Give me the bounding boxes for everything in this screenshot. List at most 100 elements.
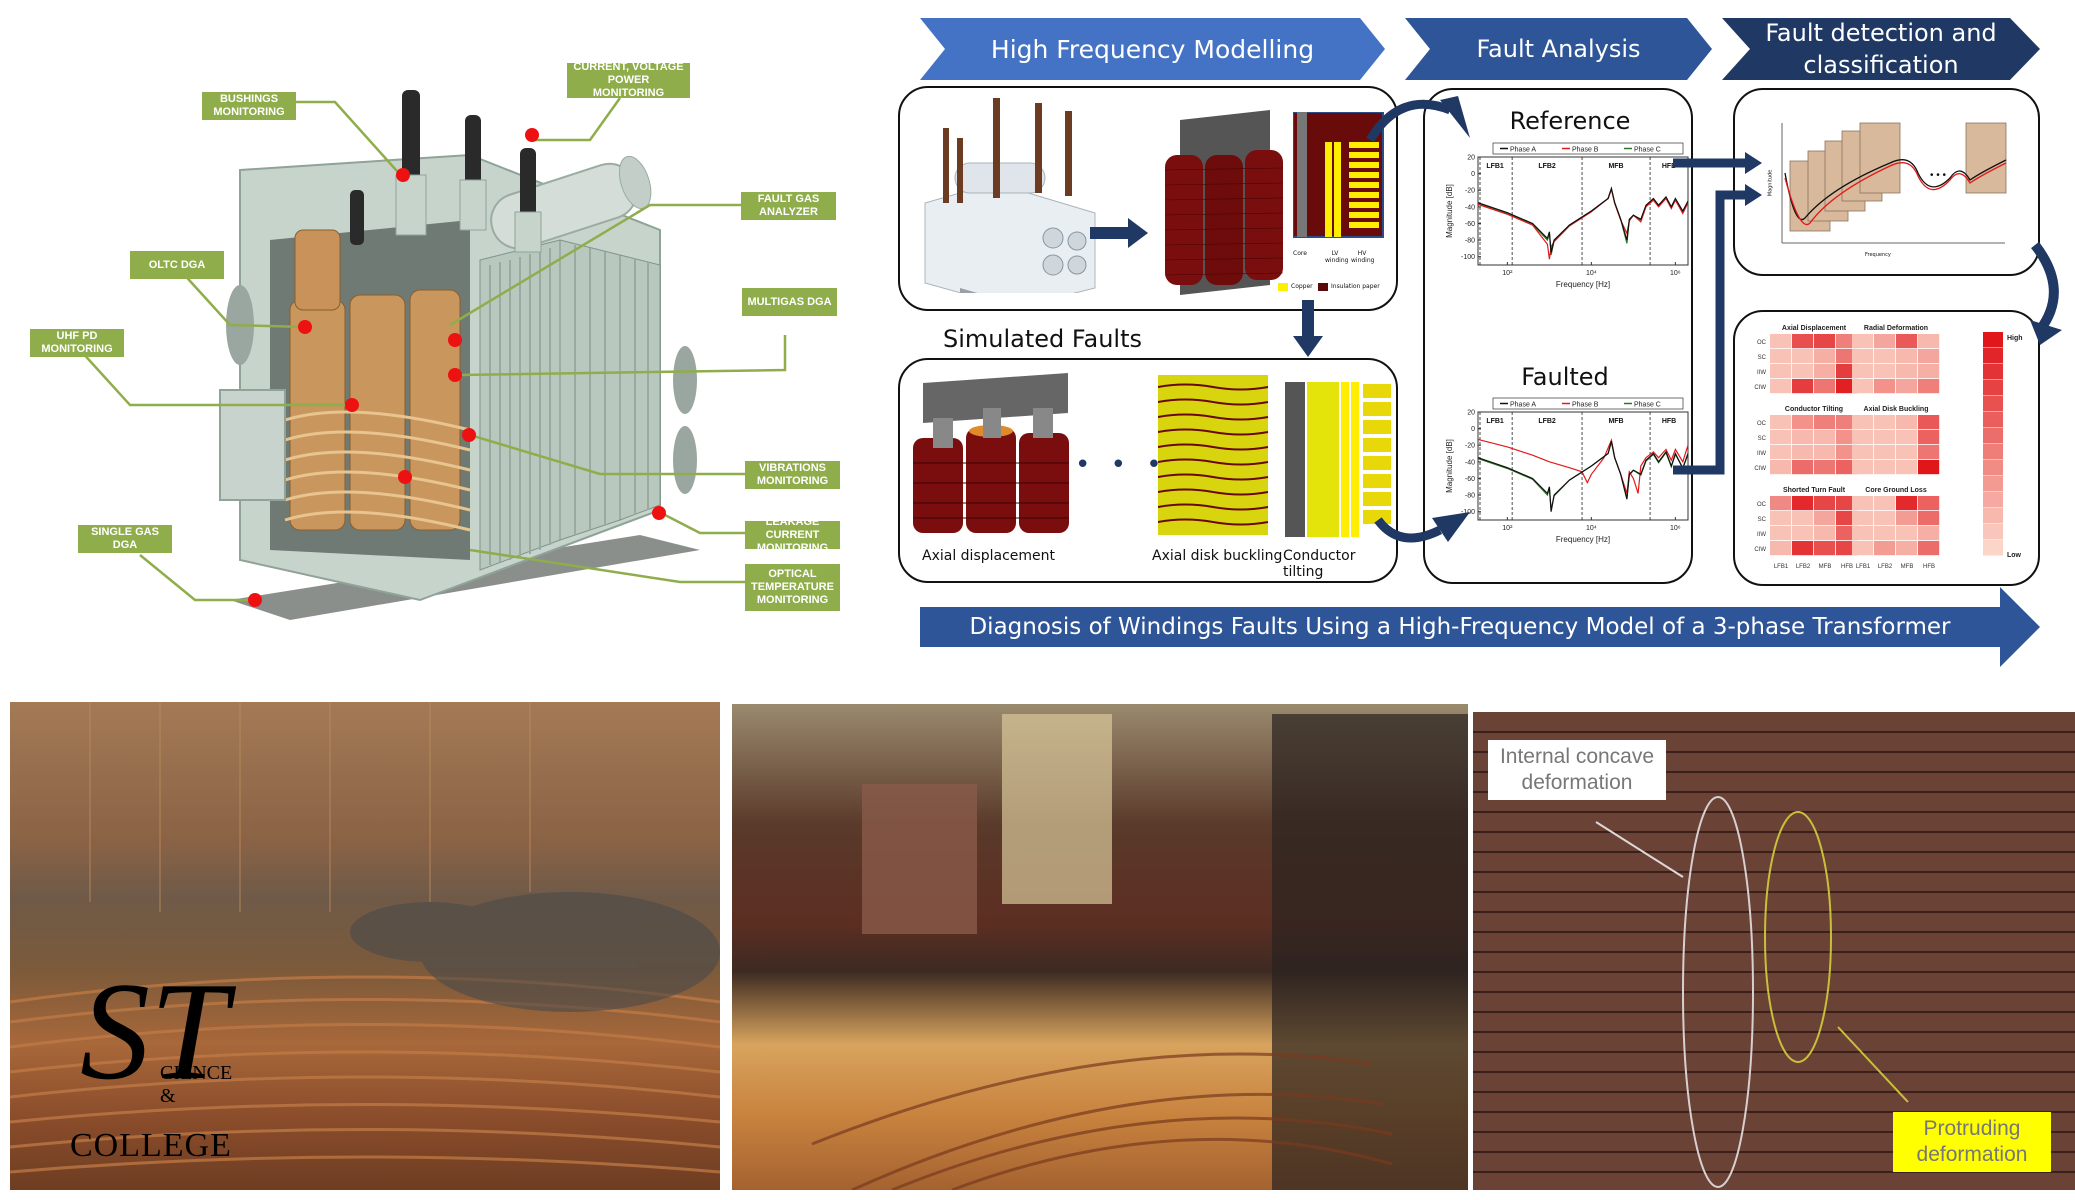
heatmap-title: Radial Deformation: [1864, 325, 1928, 332]
band-label: LFB1: [1486, 418, 1504, 425]
heatmap-cell: [1792, 526, 1814, 541]
multigas-sensor-marker: [448, 368, 462, 382]
insulation-legend-swatch: [1318, 283, 1328, 291]
heatmap-title: Conductor Tilting: [1785, 406, 1843, 413]
x-tick-label: 10⁶: [1670, 525, 1681, 532]
heatmap-cell: [1852, 349, 1874, 364]
down-arrow-icon: [1293, 300, 1323, 357]
heatmap-cell: [1792, 496, 1814, 511]
right-arrow-icon: [1090, 218, 1148, 248]
heatmap-cell: [1836, 511, 1858, 526]
band-label: MFB: [1608, 163, 1623, 170]
heatmap-cell: [1896, 511, 1918, 526]
colorbar-high-label: High: [2007, 335, 2023, 342]
fault-label-axial-displacement: Axial displacement: [922, 548, 1056, 564]
heatmap-cell: [1918, 445, 1940, 460]
heatmap-cell: [1896, 364, 1918, 379]
watermark-letters: ST: [80, 954, 228, 1109]
heatmap-col-label: MFB: [1901, 564, 1914, 570]
colorbar-segment: [1983, 460, 2003, 476]
heatmap-cell: [1896, 379, 1918, 394]
fault-label-axial-disk-buckling: Axial disk buckling: [1152, 548, 1283, 564]
colorbar-segment: [1983, 428, 2003, 444]
label-optical-temperature-monitoring: OPTICAL TEMPERATURE MONITORING: [745, 564, 840, 611]
heatmap-cell: [1874, 415, 1896, 430]
legend-label: Phase A: [1510, 147, 1536, 154]
heatmap-cell: [1852, 445, 1874, 460]
winding-photo-texture: [10, 702, 720, 1174]
heatmap-cell: [1918, 526, 1940, 541]
band-label: LFB2: [1538, 163, 1556, 170]
heatmap-row-label: SC: [1758, 355, 1767, 361]
heatmap-col-label: LFB2: [1878, 564, 1893, 570]
y-tick-label: -60: [1465, 221, 1475, 228]
heatmap-cell: [1836, 379, 1858, 394]
band-label: MFB: [1608, 418, 1623, 425]
heatmap-cell: [1814, 364, 1836, 379]
ellipsis-text: • • •: [1930, 170, 1947, 181]
uhf-pd-sensor-marker: [345, 398, 359, 412]
legend-box: [1492, 142, 1684, 155]
heatmap-cell: [1814, 430, 1836, 445]
transformer-monitoring-diagram: BUSHINGS MONITORING CURRENT, VOLTAGE POW…: [0, 40, 860, 640]
heatmap-cell: [1836, 526, 1858, 541]
legend-label: Phase C: [1634, 147, 1661, 154]
x-tick-label: 10²: [1502, 525, 1513, 532]
heatmap-col-label: LFB1: [1856, 564, 1871, 570]
heatmap-cell: [1770, 415, 1792, 430]
y-tick-label: 0: [1471, 171, 1475, 178]
heatmap-cell: [1852, 511, 1874, 526]
band-label: LFB2: [1538, 418, 1556, 425]
deformed-winding-texture: [1473, 731, 2075, 1188]
legend-label: Phase A: [1510, 402, 1536, 409]
heatmap-cell: [1792, 541, 1814, 556]
heatmap-cell: [1770, 496, 1792, 511]
photo-burnt-winding: ST CIENCE & COLLEGE: [10, 702, 720, 1190]
simulated-faults-title: Simulated Faults: [943, 325, 1143, 353]
diagnosis-banner: Diagnosis of Windings Faults Using a Hig…: [920, 587, 2040, 667]
chevron-shape: [920, 18, 1385, 80]
colorbar-segment: [1983, 508, 2003, 524]
heatmap-cell: [1814, 526, 1836, 541]
label-vibrations-monitoring: VIBRATIONS MONITORING: [745, 461, 840, 489]
heatmap-title: Axial Disk Buckling: [1864, 406, 1929, 413]
heatmap-cell: [1770, 526, 1792, 541]
heatmap-row-label: CIW: [1754, 385, 1766, 391]
x-axis-label: Frequency [Hz]: [1556, 280, 1610, 289]
heatmap-cell: [1770, 445, 1792, 460]
heatmap-cell: [1896, 460, 1918, 475]
heatmap-cell: [1918, 430, 1940, 445]
heatmap-cell: [1852, 379, 1874, 394]
y-tick-label: -20: [1465, 188, 1475, 195]
heatmap-cell: [1874, 430, 1896, 445]
colorbar-segment: [1983, 396, 2003, 412]
oltc-sensor-marker: [298, 320, 312, 334]
heatmap-row-label: IIW: [1757, 451, 1766, 457]
x-tick-label: 10⁶: [1670, 270, 1681, 277]
chevron-shape: [1722, 18, 2040, 80]
heatmap-col-label: HFB: [1841, 564, 1853, 570]
y-axis-label: Magnitude [dB]: [1445, 439, 1454, 493]
heatmap-cell: [1874, 445, 1896, 460]
colorbar-segment: [1983, 412, 2003, 428]
insulation-legend-label: Insulation paper: [1331, 283, 1380, 290]
faulted-chart-title: Faulted: [1521, 363, 1609, 391]
stage-fault-detection-classification: Fault detection and classification: [1722, 18, 2040, 80]
stage-fault-analysis: Fault Analysis: [1405, 18, 1712, 80]
heatmap-cell: [1874, 349, 1896, 364]
heatmap-cell: [1836, 349, 1858, 364]
heatmap-cell: [1918, 334, 1940, 349]
y-tick-label: -100: [1461, 509, 1475, 516]
y-tick-label: -20: [1465, 443, 1475, 450]
heatmap-cell: [1874, 541, 1896, 556]
heatmap-cell: [1770, 511, 1792, 526]
heatmap-cell: [1874, 526, 1896, 541]
heatmap-cell: [1852, 334, 1874, 349]
label-leakage-current-monitoring: LEAKAGE CURRENT MONITORING: [745, 516, 840, 554]
heatmap-cell: [1896, 349, 1918, 364]
heatmap-cell: [1792, 364, 1814, 379]
label-multigas-dga: MULTIGAS DGA: [742, 288, 837, 316]
y-tick-label: -80: [1465, 238, 1475, 245]
